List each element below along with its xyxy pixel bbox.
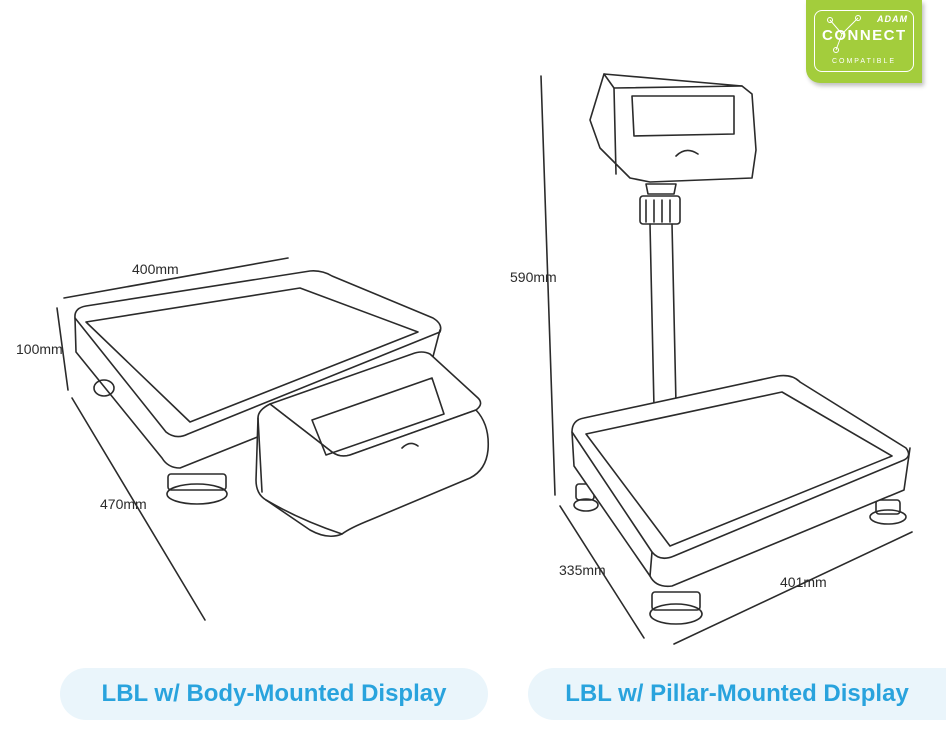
dimension-line-depth <box>559 505 645 639</box>
dimension-label-width: 400mm <box>132 261 179 277</box>
scale-platform-inner <box>585 391 893 547</box>
dimension-line-width <box>63 257 289 299</box>
dimension-label-width: 401mm <box>780 574 827 590</box>
dimension-label-height: 100mm <box>16 341 63 357</box>
body-mounted-scale <box>56 257 490 621</box>
scale-platform-top <box>74 270 442 438</box>
scale-platform-side <box>74 317 441 469</box>
pillar <box>639 183 681 409</box>
badge-frame <box>814 10 914 72</box>
dimension-line-height <box>540 75 556 496</box>
dimension-label-height: 590mm <box>510 269 557 285</box>
dimension-label-depth: 335mm <box>559 562 606 578</box>
scale-platform-inner <box>85 287 419 423</box>
scale-foot <box>93 379 115 397</box>
dimension-line-height <box>56 307 69 391</box>
display-screen <box>631 95 735 137</box>
dimension-label-depth: 470mm <box>100 496 147 512</box>
dimension-line-depth <box>71 397 206 621</box>
pillar-display-head <box>589 73 757 183</box>
dimension-line-width <box>673 531 913 645</box>
adam-connect-badge: ADAM CONNECT COMPATIBLE <box>806 0 922 83</box>
scale-foot <box>166 473 228 505</box>
scale-foot <box>869 499 907 525</box>
badge-sub: COMPATIBLE <box>831 58 897 65</box>
body-mounted-display <box>255 351 490 538</box>
network-icon <box>827 15 861 53</box>
badge-word: CONNECT <box>822 27 907 44</box>
caption-pillar-mounted: LBL w/ Pillar-Mounted Display <box>528 668 946 720</box>
caption-body-mounted: LBL w/ Body-Mounted Display <box>60 668 488 720</box>
pillar-mounted-scale <box>540 73 913 645</box>
display-screen <box>311 377 445 456</box>
scale-foot <box>649 591 703 625</box>
badge-brand: ADAM <box>877 14 908 24</box>
scale-platform-top <box>571 374 910 560</box>
